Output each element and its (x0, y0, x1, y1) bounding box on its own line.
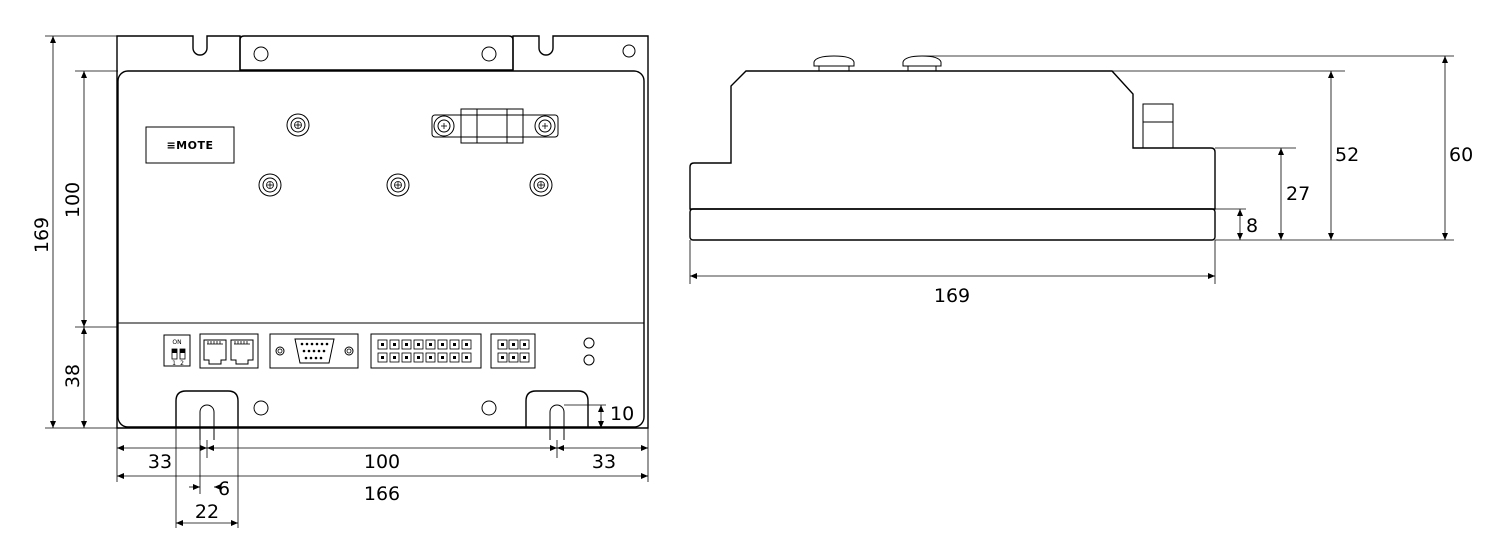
terminal-connector-16pin (370, 333, 482, 369)
upper-tab (239, 35, 514, 70)
screw-4 (529, 173, 553, 197)
lower-left-tab (175, 390, 239, 428)
housing-body (117, 70, 645, 428)
dim-front-tab-width: 22 (195, 501, 219, 523)
dip-on-label: ON (172, 339, 181, 346)
side-housing-upper (689, 70, 1216, 210)
mount-hole-bottom-left (253, 400, 269, 416)
lower-right-tab (525, 390, 589, 428)
dim-front-right-offset: 33 (592, 451, 616, 473)
side-view: 60 52 27 8 169 (689, 55, 1473, 307)
dip-pin-2: 2 (180, 360, 184, 367)
top-bracket (431, 108, 559, 144)
screw-1 (286, 113, 310, 137)
side-connector-1 (813, 55, 855, 72)
front-view: ≡MOTE (31, 35, 649, 528)
power-connector-6pin (490, 333, 536, 369)
led-2 (583, 354, 595, 366)
dip-switch: ON 1 2 (163, 334, 191, 367)
dim-front-left-offset: 33 (148, 451, 172, 473)
dim-side-base-height: 8 (1246, 215, 1258, 237)
mount-hole-top-right (481, 46, 497, 62)
dim-front-overall-width: 166 (364, 483, 400, 505)
db15-connector (269, 333, 359, 369)
dip-pin-1: 1 (172, 360, 176, 367)
lower-right-slot (549, 404, 565, 440)
lower-left-slot (199, 404, 215, 440)
front-dimensions: 169 100 38 10 33 100 33 (31, 35, 649, 528)
side-dimensions: 60 52 27 8 169 (689, 55, 1473, 307)
dim-front-lower-height: 38 (62, 364, 84, 388)
mount-hole-top-left (253, 46, 269, 62)
dim-front-upper-height: 100 (62, 182, 84, 218)
screw-3 (386, 173, 410, 197)
mounting-plate-outline (116, 35, 649, 429)
dim-front-hole-spacing: 100 (364, 451, 400, 473)
dim-front-slot-width: 6 (218, 478, 230, 500)
logo-plate (145, 126, 235, 164)
side-base-plate (689, 208, 1216, 241)
side-connector-2 (902, 55, 942, 72)
mount-hole-corner (622, 44, 636, 58)
rj45-ports (199, 333, 259, 369)
dim-front-overall-height: 169 (31, 217, 53, 253)
dim-side-top-height: 52 (1335, 144, 1359, 166)
screw-2 (258, 173, 282, 197)
dim-side-overall-height: 60 (1449, 144, 1473, 166)
led-1 (583, 337, 595, 349)
dim-side-overall-length: 169 (934, 285, 970, 307)
side-block (1142, 103, 1174, 149)
mount-hole-bottom-right (481, 400, 497, 416)
logo-text: ≡MOTE (166, 139, 213, 152)
dim-front-slot-height: 10 (610, 403, 634, 425)
dim-side-step-height: 27 (1286, 183, 1310, 205)
